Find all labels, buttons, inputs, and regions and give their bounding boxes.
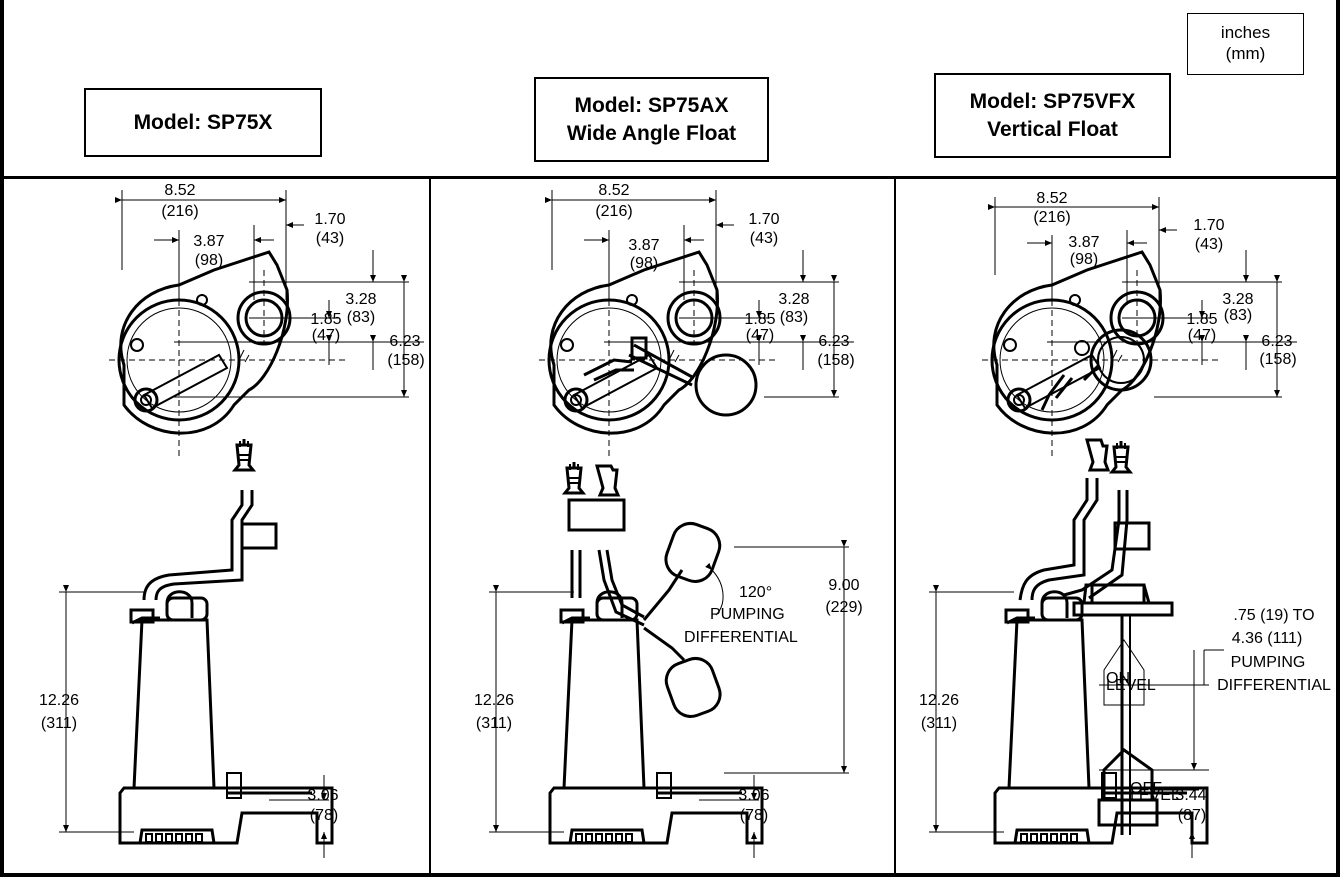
model-subtitle: Wide Angle Float [566, 121, 737, 145]
differential-label: DIFFERENTIAL [684, 629, 798, 646]
side-dimensions-sp75x: 12.26 (311) 3.06 (78) [39, 585, 339, 858]
dim-inner-depth-mm: (47) [746, 327, 774, 344]
dim-outer-depth: 3.28 [345, 291, 376, 308]
range-line1: .75 (19) TO [1233, 607, 1314, 624]
dim-overall-width-mm: (216) [1033, 209, 1070, 226]
dim-height-mm: (311) [41, 715, 77, 732]
units-inches: inches [1220, 23, 1271, 42]
float-angle: 120° [739, 584, 772, 601]
dim-outer-depth-mm: (83) [347, 309, 375, 326]
dim-inlet-height-mm: (78) [740, 807, 768, 824]
side-view-sp75ax [548, 460, 764, 845]
dim-outer-depth-mm: (83) [780, 309, 808, 326]
dim-discharge-offset-mm: (43) [1195, 236, 1223, 253]
dim-height: 12.26 [39, 692, 79, 709]
range-line2: 4.36 (111) [1232, 630, 1303, 647]
dim-inner-depth: 1.85 [1186, 311, 1217, 328]
dim-outer-depth: 3.28 [778, 291, 809, 308]
dim-inner-depth-mm: (47) [1188, 327, 1216, 344]
dim-center-width-mm: (98) [195, 252, 223, 269]
dim-inner-depth-mm: (47) [312, 327, 340, 344]
dim-overall-depth-mm: (158) [817, 352, 854, 369]
dim-discharge-offset: 1.70 [748, 211, 779, 228]
column-divider [894, 178, 896, 877]
dim-center-width-mm: (98) [630, 255, 658, 272]
dim-inlet-height-vf: 3.44 [1175, 787, 1206, 804]
dim-outer-depth: 3.28 [1222, 291, 1253, 308]
dim-height-mm: (311) [476, 715, 512, 732]
dim-overall-depth-mm: (158) [387, 352, 424, 369]
off-level-label: OFF [1130, 780, 1162, 797]
dim-overall-width: 8.52 [1036, 190, 1067, 207]
dim-overall-width: 8.52 [598, 182, 629, 199]
side-dimensions-sp75vfx: .75 (19) TO 4.36 (111) PUMPING DIFFERENT… [919, 585, 1331, 858]
model-label-sp75x: Model: SP75X [84, 88, 322, 157]
dim-center-width: 3.87 [628, 237, 659, 254]
dim-center-width: 3.87 [1068, 234, 1099, 251]
dim-discharge-offset: 1.70 [314, 211, 345, 228]
top-view-sp75ax [537, 250, 781, 462]
pumping-label: PUMPING [710, 606, 785, 623]
model-title: Model: SP75X [133, 110, 273, 134]
on-level-label: ON [1106, 670, 1130, 687]
differential-label: DIFFERENTIAL [1217, 677, 1331, 694]
side-view-sp75x [118, 437, 334, 845]
model-label-sp75vfx: Model: SP75VFX Vertical Float [934, 73, 1171, 158]
dim-inner-depth: 1.85 [744, 311, 775, 328]
dim-height: 12.26 [919, 692, 959, 709]
dim-overall-depth: 6.23 [818, 333, 849, 350]
dim-inner-depth: 1.85 [310, 311, 341, 328]
top-view-sp75vfx [980, 250, 1224, 462]
dim-overall-width: 8.52 [164, 182, 195, 199]
dim-discharge-offset-mm: (43) [316, 230, 344, 247]
dim-center-width: 3.87 [193, 233, 224, 250]
header-divider [4, 176, 1340, 179]
dim-overall-depth: 6.23 [389, 333, 420, 350]
top-dimensions-sp75ax: 8.52 (216) 3.87 (98) 1.70 (43) 3.28 (83)… [545, 182, 855, 398]
differential-value: 9.00 [828, 577, 859, 594]
dim-overall-width-mm: (216) [161, 203, 198, 220]
dim-discharge-offset: 1.70 [1193, 217, 1224, 234]
top-view-sp75x [107, 250, 351, 462]
dim-inlet-height: 3.06 [307, 787, 338, 804]
model-label-sp75ax: Model: SP75AX Wide Angle Float [534, 77, 769, 162]
units-legend: inches (mm) [1187, 13, 1304, 75]
side-dimensions-sp75ax: 120° PUMPING DIFFERENTIAL 9.00 (229) 12.… [474, 540, 863, 858]
model-subtitle: Vertical Float [987, 117, 1118, 141]
dim-inlet-height: 3.06 [738, 787, 769, 804]
dim-center-width-mm: (98) [1070, 251, 1098, 268]
dim-height-mm: (311) [921, 715, 957, 732]
dim-discharge-offset-mm: (43) [750, 230, 778, 247]
column-divider [429, 178, 431, 877]
units-mm: (mm) [1225, 44, 1266, 63]
top-dimensions-sp75x: 8.52 (216) 3.87 (98) 1.70 (43) 3.28 (83)… [115, 182, 425, 398]
dim-overall-depth-mm: (158) [1259, 351, 1296, 368]
dim-height: 12.26 [474, 692, 514, 709]
dim-outer-depth-mm: (83) [1224, 307, 1252, 324]
dim-inlet-height-mm: (78) [310, 807, 338, 824]
dim-overall-depth: 6.23 [1261, 333, 1292, 350]
model-title: Model: SP75VFX [969, 89, 1136, 113]
top-dimensions-sp75vfx: 8.52 (216) 3.87 (98) 1.70 (43) 3.28 (83)… [988, 190, 1297, 398]
pumping-label: PUMPING [1231, 654, 1306, 671]
differential-value-mm: (229) [825, 599, 862, 616]
model-title: Model: SP75AX [574, 93, 729, 117]
side-view-sp75vfx: ON LEVEL OFF LEVEL [993, 438, 1209, 845]
dimension-drawings: 8.52 (216) 3.87 (98) 1.70 (43) 3.28 (83)… [39, 182, 1331, 858]
dim-overall-width-mm: (216) [595, 203, 632, 220]
dim-inlet-height-vf-mm: (87) [1178, 807, 1206, 824]
off-level-label2: LEVEL [1130, 787, 1180, 804]
